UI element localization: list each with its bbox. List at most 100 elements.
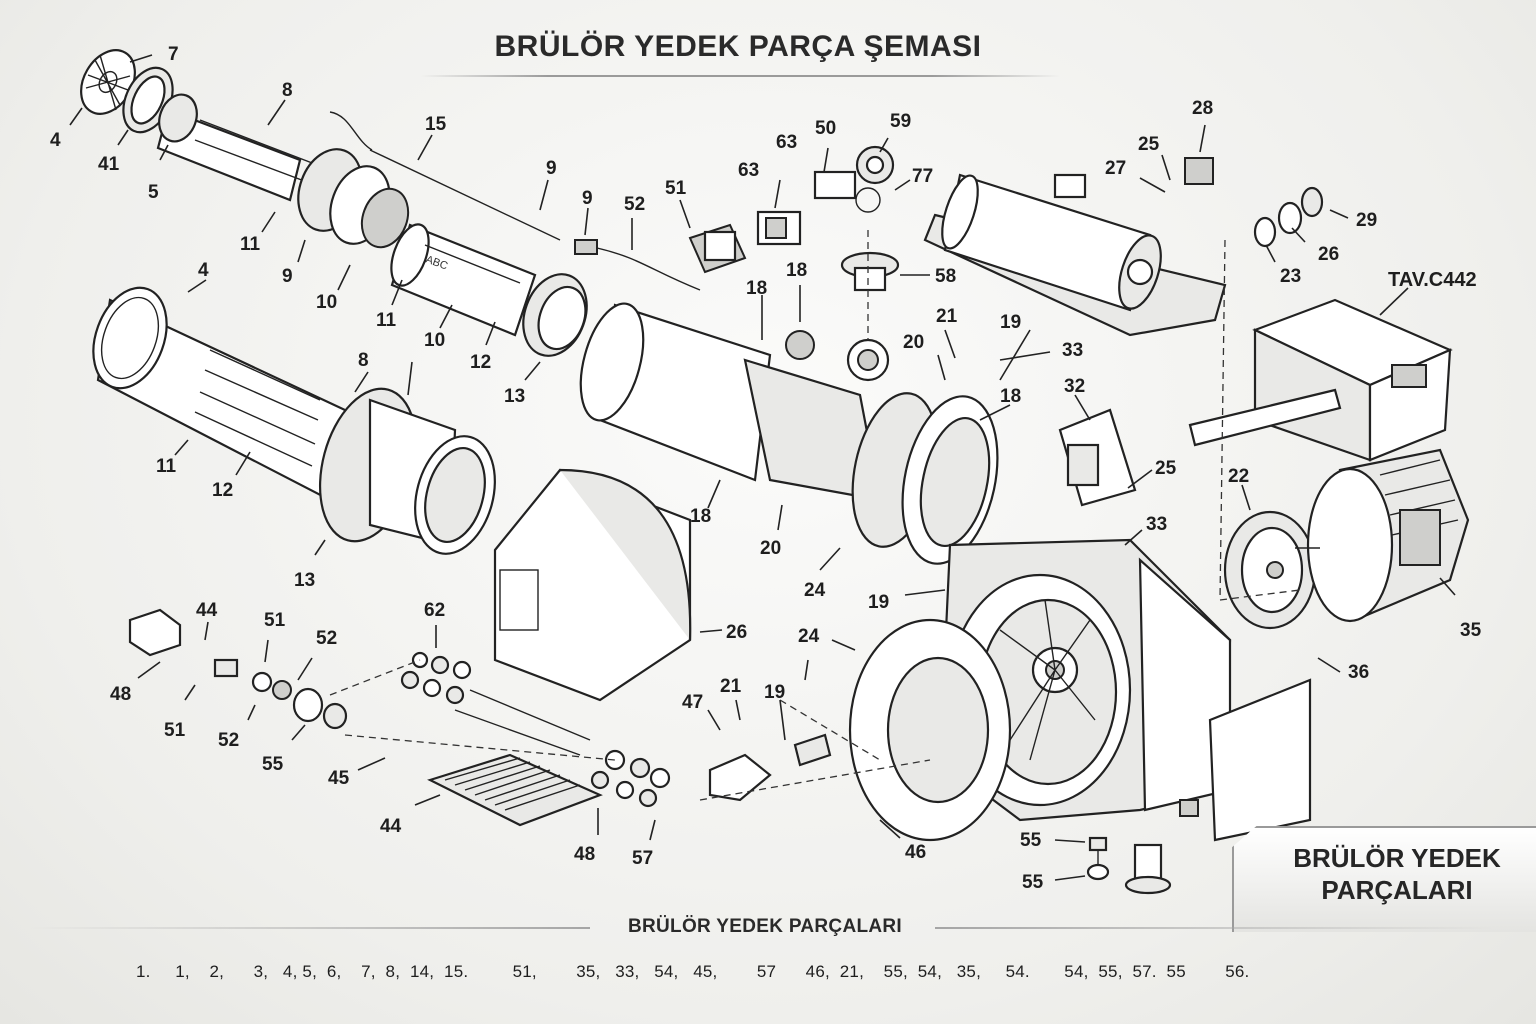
- small-block-part: [128, 608, 182, 657]
- callout-label: 5: [148, 182, 159, 203]
- bolt-part: [1086, 836, 1110, 881]
- nuts-washers-part: [400, 651, 671, 808]
- callout-label: 47: [682, 692, 703, 713]
- callout-label: 77: [912, 166, 933, 187]
- air-filter-grille-part: [427, 753, 603, 827]
- callout-label: 62: [424, 600, 445, 621]
- callout-label: 22: [1228, 466, 1249, 487]
- filter-cap-part: [840, 251, 900, 292]
- assembly-line: [1219, 589, 1301, 601]
- bracket-part: [708, 733, 832, 802]
- assembly-line: [1219, 239, 1226, 601]
- callout-label: 51: [264, 610, 286, 631]
- callout-label: 8: [358, 350, 369, 371]
- seal-rings-part: [1253, 186, 1324, 248]
- inlet-flange-part: [848, 618, 1012, 842]
- callout-label: 10: [424, 330, 445, 351]
- fan-housing-part: [938, 538, 1232, 822]
- callout-label: 21: [720, 676, 742, 697]
- blast-tube-part: [92, 286, 347, 502]
- callout-label: 12: [212, 480, 233, 501]
- assembly-line: [779, 699, 881, 761]
- callout-label: 63: [738, 160, 759, 181]
- rods-part: [454, 689, 591, 756]
- callout-label: 13: [504, 386, 525, 407]
- leader-arrows: [69, 54, 1456, 881]
- callout-label: 50: [815, 118, 836, 139]
- callout-label: 48: [574, 844, 595, 865]
- burner-body-part: [579, 302, 890, 502]
- callout-label: 20: [903, 332, 924, 353]
- badge-line-1: BRÜLÖR YEDEK: [1293, 843, 1501, 873]
- pressure-switch-part: [813, 145, 895, 213]
- callout-label: 52: [218, 730, 239, 751]
- footer-divider-left: [30, 927, 590, 929]
- gas-valve-part: [1053, 157, 1214, 199]
- nozzle-cylinder-part: ABC: [390, 223, 537, 337]
- callout-label: 27: [1105, 158, 1126, 179]
- section-badge-text: BRÜLÖR YEDEK PARÇALARI: [1262, 842, 1532, 906]
- reference-code-label: TAV.C442: [1388, 269, 1477, 291]
- callout-label: 44: [196, 600, 218, 621]
- callout-label: 18: [786, 260, 807, 281]
- callout-label: 57: [632, 848, 653, 869]
- callout-label: 9: [546, 158, 557, 179]
- fittings-row-part: [213, 658, 348, 730]
- section-badge: [1232, 826, 1536, 932]
- callout-label: 15: [425, 114, 447, 135]
- gas-train-housing-part: [923, 173, 1227, 337]
- callout-label: 46: [905, 842, 926, 863]
- callout-label: 18: [1000, 386, 1021, 407]
- callout-label: 19: [1000, 312, 1021, 333]
- callout-label: 58: [935, 266, 956, 287]
- callout-label: 24: [798, 626, 820, 647]
- sensor-part: [1179, 799, 1199, 817]
- callout-label: 9: [582, 188, 593, 209]
- title-divider: [420, 75, 1060, 77]
- cable-part: [574, 239, 701, 291]
- combustion-head-part: [318, 387, 496, 555]
- callout-label: 11: [240, 234, 261, 255]
- callout-label: 4: [50, 130, 61, 151]
- shaft-tube-part: [156, 93, 321, 202]
- ignition-transformer-part: [1058, 408, 1137, 507]
- callout-label: 55: [262, 754, 284, 775]
- callout-labels: 4 41 7 5 8 15 9 9 52 51 63 50 59 63 77 2…: [50, 44, 1482, 893]
- side-cover-plate-part: [1208, 678, 1312, 842]
- callout-label: 24: [804, 580, 826, 601]
- callout-label: 48: [110, 684, 131, 705]
- footer-parts-list: 1. 1, 2, 3, 4, 5, 6, 7, 8, 14, 15. 51, 3…: [136, 962, 1250, 981]
- callout-label: 59: [890, 111, 911, 132]
- callout-label: 7: [168, 44, 179, 65]
- callout-label: 21: [936, 306, 958, 327]
- footer-divider-right: [935, 927, 1495, 929]
- callout-label: 11: [156, 456, 177, 477]
- callout-label: 18: [690, 506, 711, 527]
- control-rail-part: [1188, 388, 1342, 447]
- callout-label: 44: [380, 816, 402, 837]
- callout-label: 13: [294, 570, 315, 591]
- callout-label: 8: [282, 80, 293, 101]
- callout-label: 51: [665, 178, 687, 199]
- sleeve-part: [1124, 843, 1172, 895]
- callout-label: 26: [1318, 244, 1339, 265]
- callout-label: 19: [868, 592, 889, 613]
- callout-label: 11: [376, 310, 397, 331]
- valve-body-part: [756, 210, 802, 246]
- callout-label: 4: [198, 260, 209, 281]
- callout-label: 29: [1356, 210, 1377, 231]
- callout-label: 36: [1348, 662, 1369, 683]
- control-box-part: [1252, 298, 1453, 462]
- page-title: BRÜLÖR YEDEK PARÇA ŞEMASI: [494, 30, 982, 63]
- callout-label: 63: [776, 132, 797, 153]
- electrode-rod-part: [329, 111, 561, 241]
- callout-label: 33: [1062, 340, 1083, 361]
- callout-label: 12: [470, 352, 491, 373]
- callout-label: 32: [1064, 376, 1085, 397]
- callout-label: 41: [98, 154, 120, 175]
- callout-label: 45: [328, 768, 350, 789]
- air-damper-ring-part: [851, 392, 999, 565]
- callout-label: 33: [1146, 514, 1167, 535]
- motor-flange-part: [1223, 510, 1317, 630]
